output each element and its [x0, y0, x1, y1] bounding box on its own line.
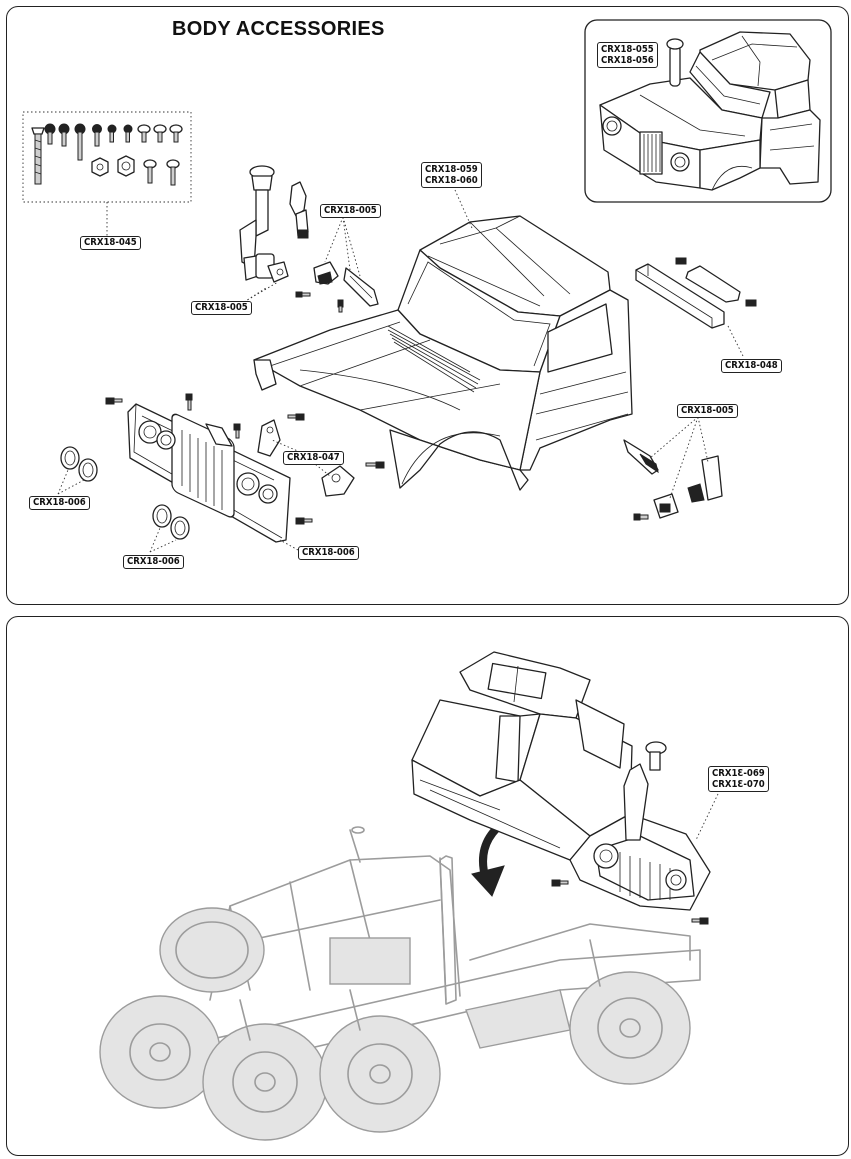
part-label-069-070: CRX1Ɛ-069 CRX1Ɛ-070 — [708, 766, 769, 792]
leader-006-bottom — [149, 527, 177, 553]
part-number-056: CRX18-056 — [601, 55, 654, 66]
hardware-box — [22, 111, 192, 203]
part-label-005-right: CRX18-005 — [677, 404, 738, 418]
headlight-rings-left — [60, 446, 98, 482]
leader-005-bottom — [243, 281, 279, 303]
leader-069 — [695, 793, 719, 841]
leader-059 — [454, 189, 473, 229]
roof-bar — [635, 257, 757, 329]
main-body-shell — [253, 215, 633, 491]
inset-box — [584, 19, 832, 203]
part-number-059: CRX18-059 — [425, 164, 478, 175]
part-label-048: CRX18-048 — [721, 359, 782, 373]
headlight-rings-bottom — [152, 504, 190, 540]
part-label-006-left: CRX18-006 — [29, 496, 90, 510]
part-number-055: CRX18-055 — [601, 44, 654, 55]
part-number-069: CRX1Ɛ-069 — [712, 768, 765, 779]
leader-047 — [271, 439, 331, 477]
leader-005-top — [324, 216, 361, 277]
leader-048 — [727, 325, 745, 359]
body-shell-mounted — [411, 651, 711, 925]
mirror-right — [623, 439, 723, 521]
part-label-006-grille: CRX18-006 — [298, 546, 359, 560]
leader-006-grille — [279, 539, 299, 551]
part-label-045: CRX18-045 — [80, 236, 141, 250]
part-label-005-bottom: CRX18-005 — [191, 301, 252, 315]
mirror-mount-left — [295, 261, 379, 313]
light-mount-brackets — [257, 419, 355, 497]
part-number-070: CRX1Ɛ-070 — [712, 779, 765, 790]
page-title: BODY ACCESSORIES — [172, 18, 385, 40]
part-label-005-top: CRX18-005 — [320, 204, 381, 218]
screws-set — [31, 123, 183, 186]
inset-truck-body — [599, 31, 821, 191]
leader-005-right — [649, 416, 709, 499]
snorkel-part — [239, 165, 289, 283]
part-label-059-060: CRX18-059 CRX18-060 — [421, 162, 482, 188]
part-label-006-bottom: CRX18-006 — [123, 555, 184, 569]
leader-006-left — [57, 469, 85, 495]
snorkel-bracket — [289, 181, 309, 239]
grille-screws — [105, 393, 385, 525]
chassis-drawing — [99, 826, 701, 1141]
part-number-060: CRX18-060 — [425, 175, 478, 186]
part-label-047: CRX18-047 — [283, 451, 344, 465]
front-grille — [127, 403, 291, 543]
part-label-055-056: CRX18-055 CRX18-056 — [597, 42, 658, 68]
